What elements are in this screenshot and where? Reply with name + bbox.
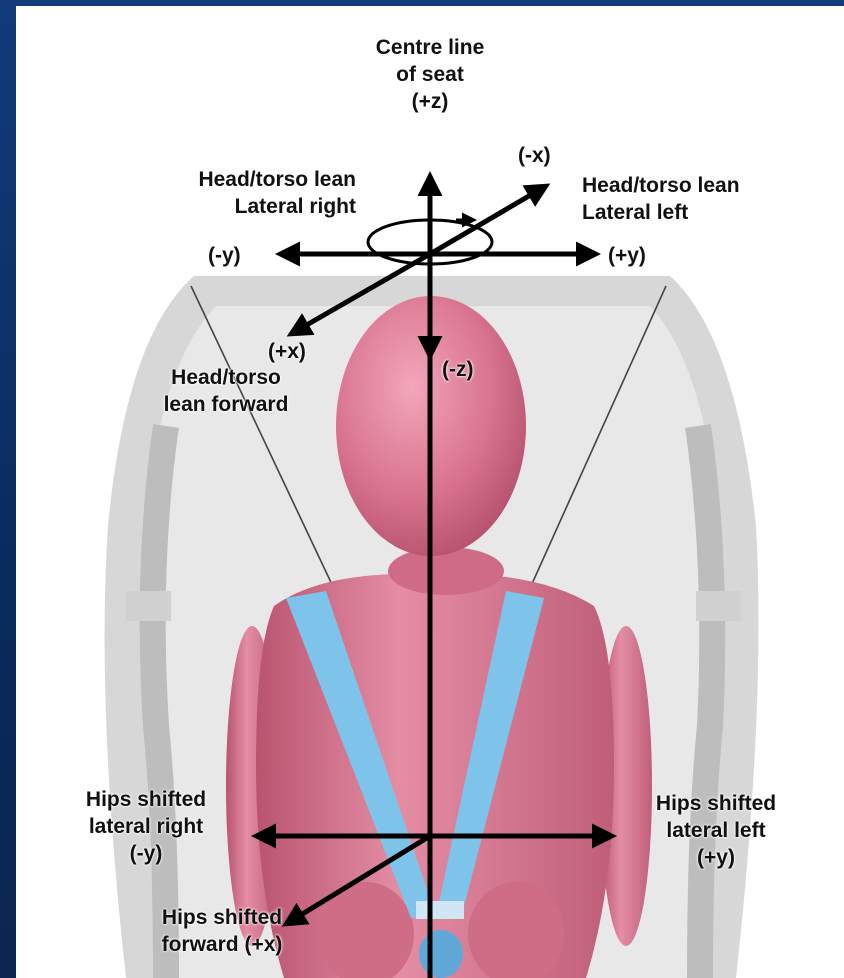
minus-y-bottom-label: (-y) [46,840,246,867]
head-lean-right-text-2: Lateral right [76,193,356,220]
plus-x-top-label: (+x) [268,338,306,365]
diagram-panel: Centre line of seat (+z) (-x) Head/torso… [16,6,844,978]
head-forward-text-2: lean forward [126,391,326,418]
head-lean-right-text-1: Head/torso lean [76,166,356,193]
plus-y-top-label: (+y) [608,242,646,269]
minus-x-label: (-x) [518,142,551,169]
head-lean-right-label: Head/torso lean Lateral right [76,166,356,220]
hips-right-label: Hips shifted lateral right (-y) [46,786,246,867]
plus-y-bottom-label: (+y) [616,844,816,871]
hips-forward-label: Hips shifted forward (+x) [122,904,322,958]
centre-line-text-2: of seat [330,61,530,88]
hips-left-label: Hips shifted lateral left (+y) [616,790,816,871]
head-lean-left-text-2: Lateral left [582,199,740,226]
centre-line-label: Centre line of seat (+z) [330,34,530,115]
head-lean-left-label: Head/torso lean Lateral left [582,172,740,226]
plus-z-label: (+z) [330,88,530,115]
hips-forward-text-1: Hips shifted [122,904,322,931]
head-forward-label: Head/torso lean forward [126,364,326,418]
head-forward-text-1: Head/torso [126,364,326,391]
centre-line-text-1: Centre line [330,34,530,61]
hips-left-text-1: Hips shifted [616,790,816,817]
head-lean-left-text-1: Head/torso lean [582,172,740,199]
minus-y-top-label: (-y) [208,242,241,269]
hips-right-text-1: Hips shifted [46,786,246,813]
hips-forward-text-2: forward (+x) [122,931,322,958]
hips-left-text-2: lateral left [616,817,816,844]
minus-z-label: (-z) [442,356,473,383]
hips-right-text-2: lateral right [46,813,246,840]
